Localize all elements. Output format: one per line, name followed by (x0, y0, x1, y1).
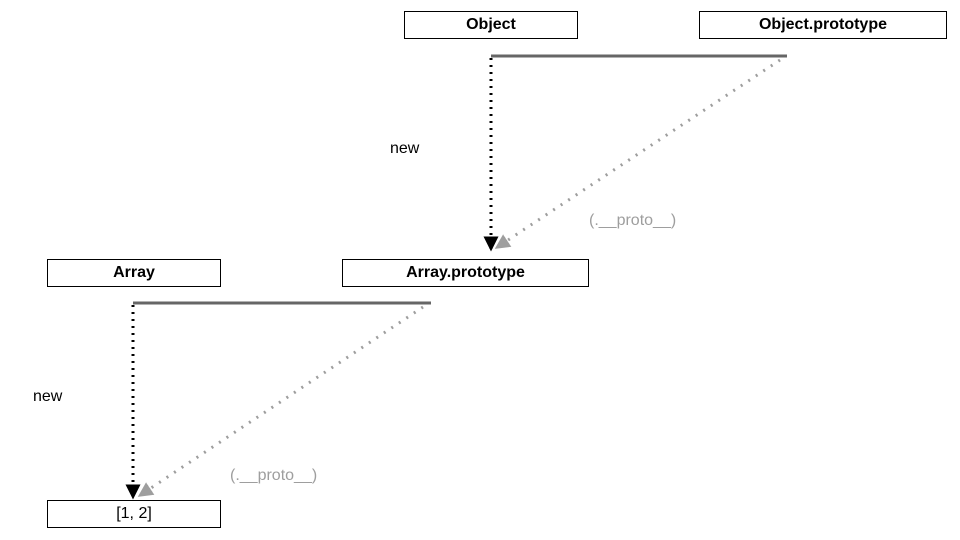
new-label-bottom: new (33, 388, 63, 405)
array-node-label: Array (113, 264, 155, 281)
array-prototype-node: Array.prototype (342, 259, 589, 287)
array-node: Array (47, 259, 221, 287)
object-node-label: Object (466, 16, 516, 33)
new-label-top: new (390, 140, 420, 157)
object-node: Object (404, 11, 578, 39)
proto-label-bottom: (.__proto__) (230, 467, 318, 484)
array-instance-node: [1, 2] (47, 500, 221, 528)
object-prototype-node-label: Object.prototype (758, 16, 887, 33)
object-prototype-node: Object.prototype (699, 11, 947, 39)
proto-label-top: (.__proto__) (589, 212, 677, 229)
array-prototype-node-label: Array.prototype (406, 264, 525, 281)
array-instance-node-label: [1, 2] (116, 505, 152, 522)
